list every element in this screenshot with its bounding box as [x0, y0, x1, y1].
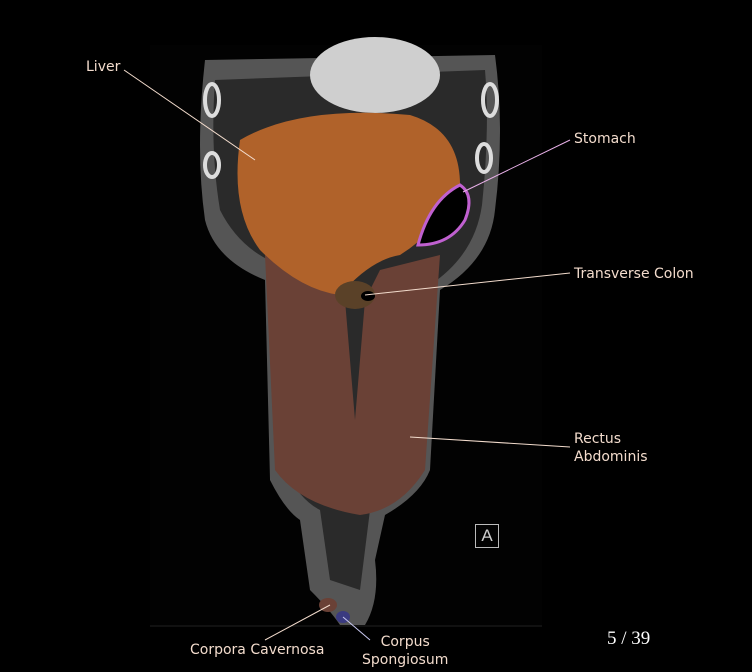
label-liver: Liver: [86, 59, 121, 75]
rib: [475, 142, 493, 174]
label-corpora-cavernosa: Corpora Cavernosa: [190, 642, 325, 658]
transverse-colon-region: [335, 281, 375, 309]
rectus-leader-line: [409, 436, 571, 448]
heart: [310, 37, 440, 113]
orientation-marker: A: [475, 524, 499, 548]
rib: [203, 82, 221, 118]
label-spongiosum-line2: Spongiosum: [362, 652, 449, 668]
spongiosum-leader-line: [342, 616, 371, 641]
label-rectus-abdominis: Rectus Abdominis: [574, 430, 648, 466]
label-transverse-colon: Transverse Colon: [574, 266, 694, 282]
label-corpus-spongiosum: Corpus Spongiosum: [362, 633, 448, 669]
stomach-region: [416, 183, 471, 247]
colon-leader-line: [364, 272, 571, 296]
rib: [481, 82, 499, 118]
slice-counter: 5 / 39: [607, 628, 651, 649]
label-rectus-line1: Rectus: [574, 431, 622, 447]
label-stomach: Stomach: [574, 131, 636, 147]
rib: [203, 151, 221, 179]
stomach-leader-line: [462, 139, 571, 193]
rectus-abdominis-region: [265, 255, 440, 515]
colon-gas: [361, 291, 375, 301]
liver-leader-line: [123, 69, 256, 161]
cavernosa-leader-line: [264, 604, 331, 641]
label-spongiosum-line1: Corpus: [380, 634, 430, 650]
label-rectus-line2: Abdominis: [574, 449, 648, 465]
liver-region: [237, 112, 460, 296]
